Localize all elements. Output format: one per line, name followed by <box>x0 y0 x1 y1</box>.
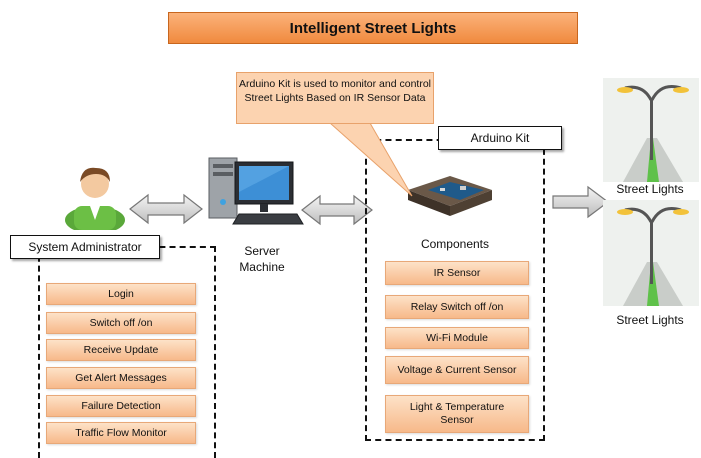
diagram-title: Intelligent Street Lights <box>168 12 578 44</box>
arduino-lights-arrow <box>552 185 609 219</box>
admin-item-traffic-flow: Traffic Flow Monitor <box>46 422 196 444</box>
component-wifi-module: Wi-Fi Module <box>385 327 529 349</box>
street-light-image-1 <box>603 78 699 182</box>
street-light-image-2 <box>603 200 699 306</box>
arduino-kit-label: Arduino Kit <box>438 126 562 150</box>
street-lights-label-1: Street Lights <box>616 182 684 196</box>
admin-item-failure-detection: Failure Detection <box>46 395 196 417</box>
admin-item-switch: Switch off /on <box>46 312 196 334</box>
component-ir-sensor: IR Sensor <box>385 261 529 285</box>
admin-item-login: Login <box>46 283 196 305</box>
arduino-board-icon <box>408 176 492 216</box>
admin-label: System Administrator <box>10 235 160 259</box>
server-label-line2: Machine <box>239 260 285 274</box>
component-light-temperature: Light & Temperature Sensor <box>385 395 529 433</box>
admin-item-receive-update: Receive Update <box>46 339 196 361</box>
server-machine-icon <box>208 157 304 225</box>
components-label: Components <box>420 237 490 251</box>
street-lights-label-2: Street Lights <box>616 313 684 327</box>
admin-item-alert-messages: Get Alert Messages <box>46 367 196 389</box>
component-voltage-current: Voltage & Current Sensor <box>385 356 529 384</box>
callout-note: Arduino Kit is used to monitor and contr… <box>236 72 434 124</box>
server-label-line1: Server <box>244 244 280 258</box>
server-arduino-arrow <box>301 194 373 226</box>
admin-server-arrow <box>129 193 203 225</box>
component-relay-switch: Relay Switch off /on <box>385 295 529 319</box>
administrator-icon <box>65 167 125 230</box>
